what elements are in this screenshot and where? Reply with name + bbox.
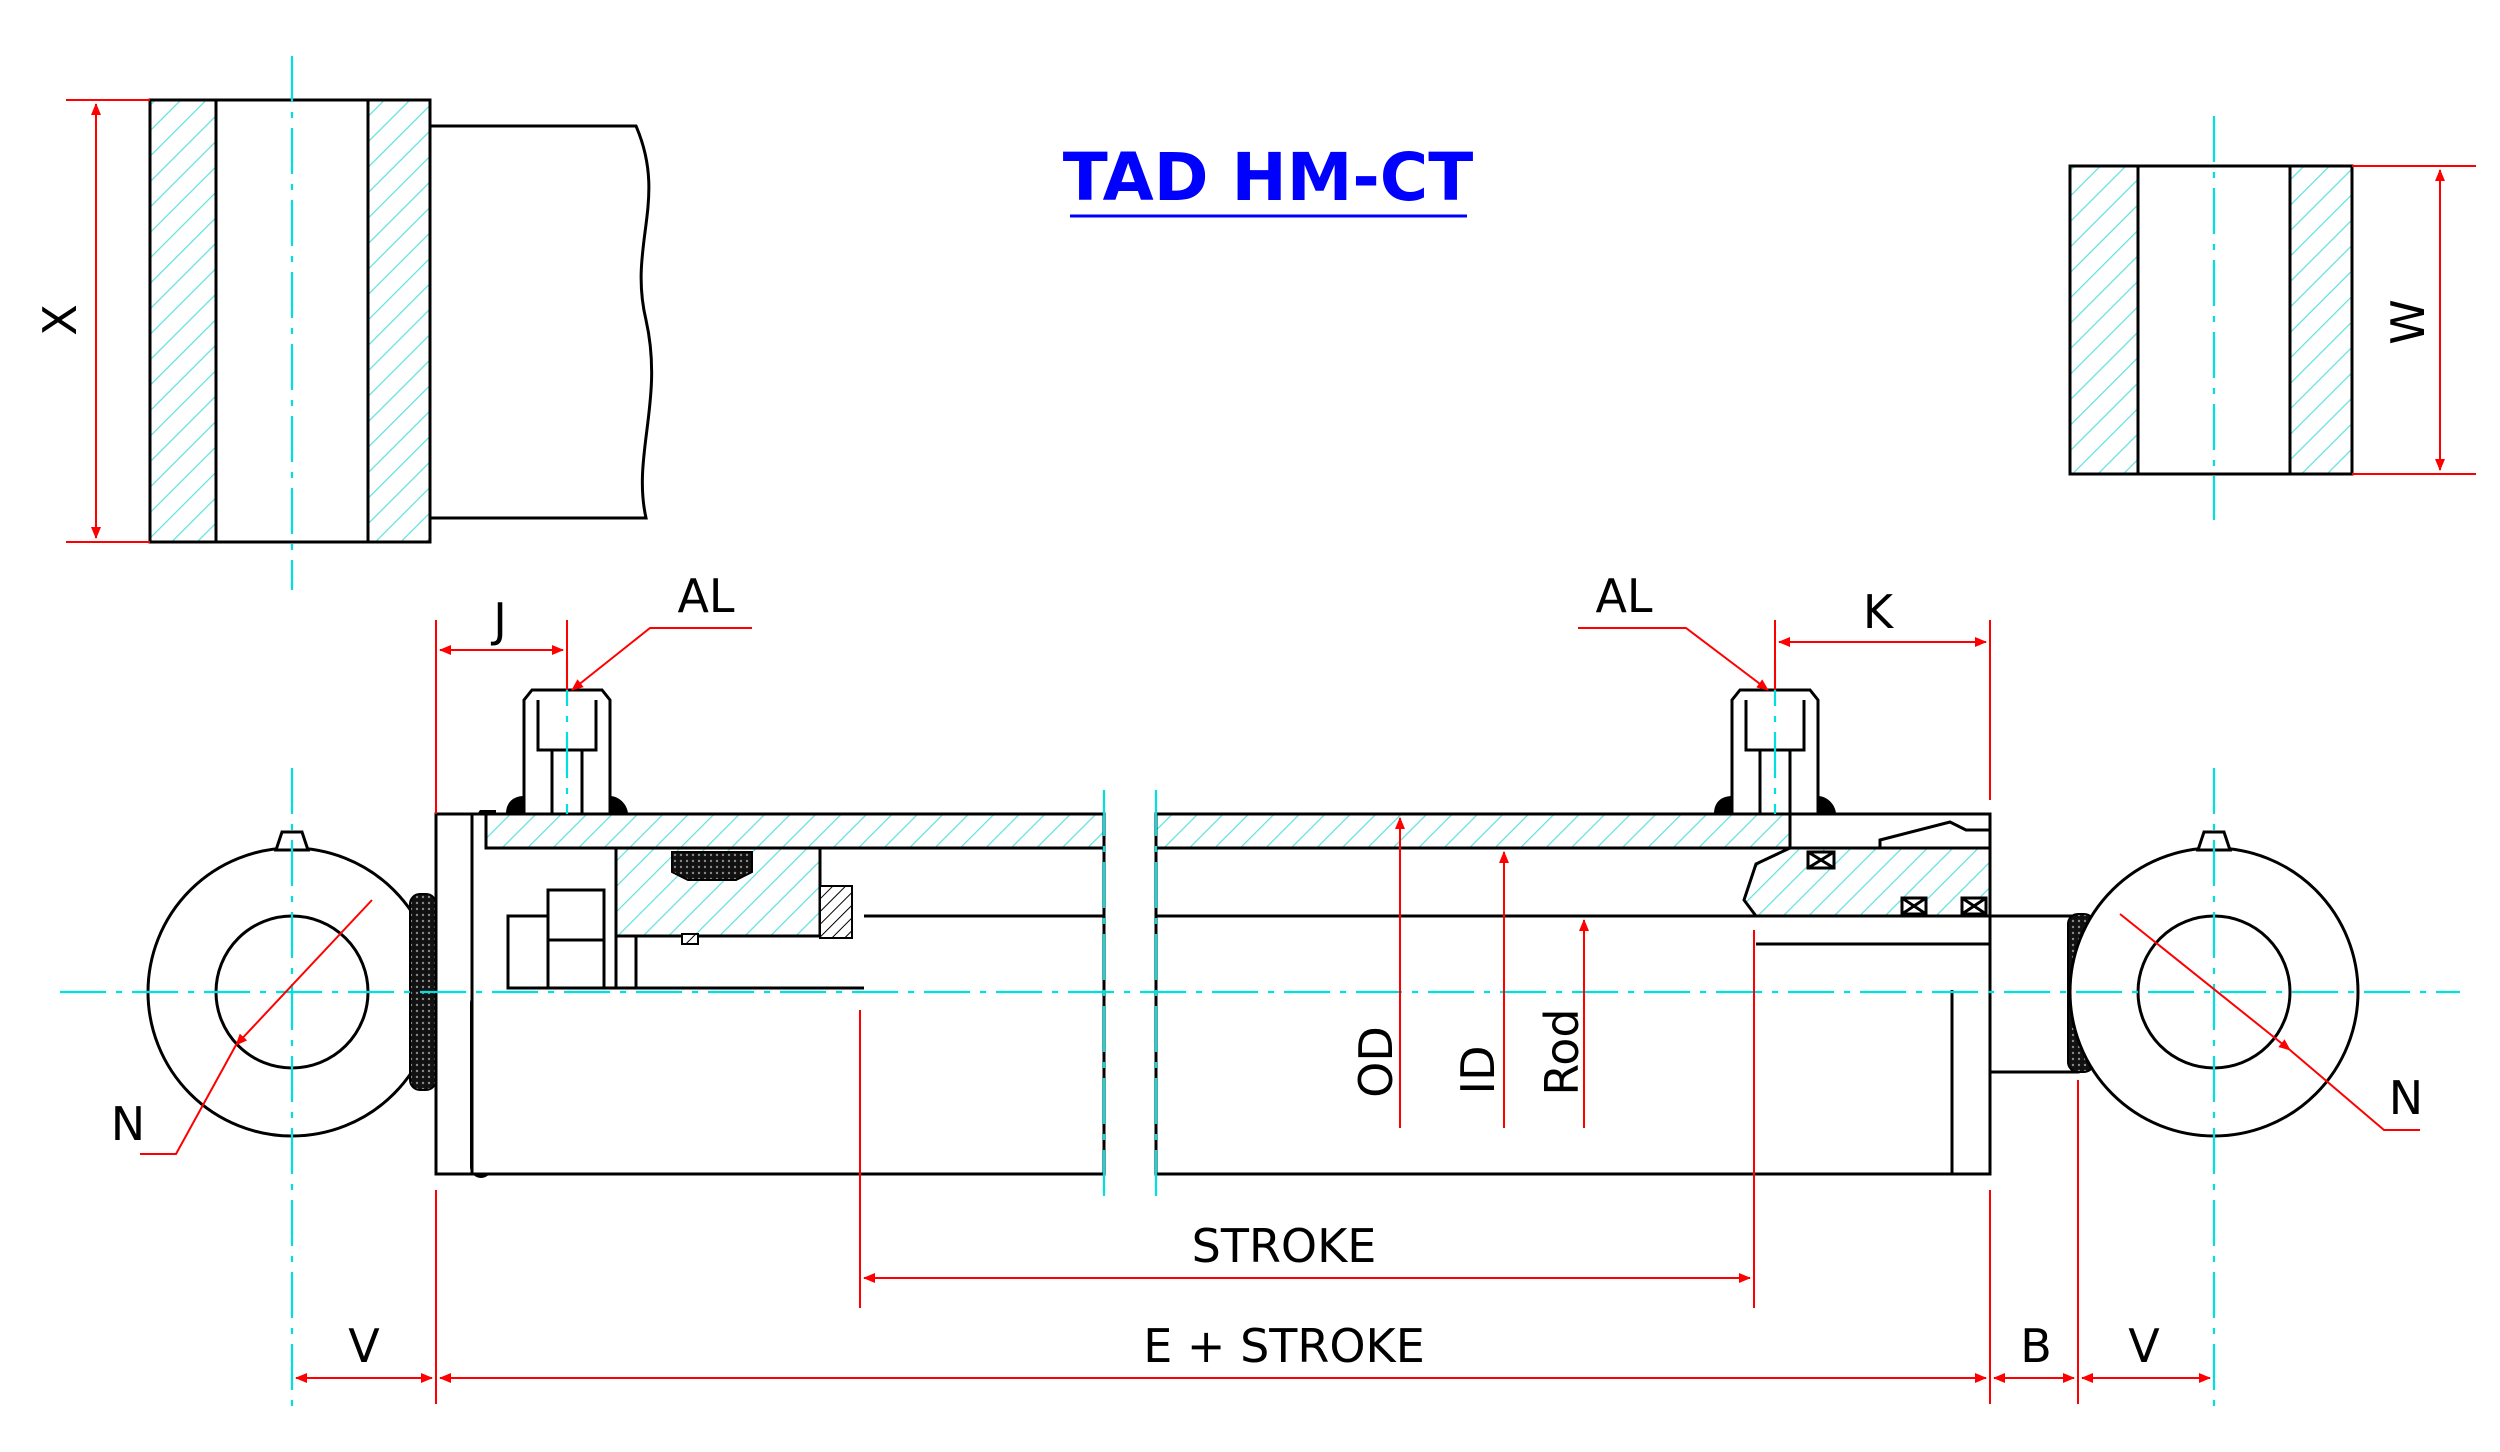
piston-seal <box>671 851 753 881</box>
od-label: OD <box>1349 1026 1403 1098</box>
v-right-label: V <box>2128 1319 2160 1373</box>
gland-seal-2-x <box>1901 896 1927 916</box>
dimensions: J AL AL K OD ID Rod N N STROKE <box>111 569 2423 1404</box>
gland-seal-3-x <box>1961 896 1987 916</box>
title-group: TAD HM-CT <box>1063 139 1474 218</box>
gland-seal-1-x <box>1807 850 1835 870</box>
cap-end <box>434 812 474 1176</box>
v-left-label: V <box>348 1319 380 1373</box>
shaft-stub <box>430 124 654 520</box>
w-label: W <box>2381 299 2435 344</box>
cylinder-main-view <box>60 660 2460 1410</box>
j-label: J <box>490 593 507 647</box>
drawing-title: TAD HM-CT <box>1063 139 1474 216</box>
w-bushing-left-wall <box>2068 164 2140 476</box>
n-right-label: N <box>2389 1071 2423 1125</box>
n-left-leader <box>140 1044 237 1155</box>
tube-wall-right <box>1154 812 1792 850</box>
gland-body <box>1742 846 1992 918</box>
rod-thread <box>506 914 550 990</box>
al-left-leader <box>571 627 752 691</box>
eye-bushing-detail-w: W <box>2068 116 2476 520</box>
piston-wear-ring <box>819 885 853 939</box>
e-stroke-label: E + STROKE <box>1143 1319 1425 1373</box>
n-right-leader <box>2289 1049 2420 1131</box>
bushing-left-wall <box>148 98 218 544</box>
bushing-right-wall <box>366 98 432 544</box>
al-right-leader <box>1578 627 1769 691</box>
tube-wall-left <box>484 812 1106 850</box>
w-bushing-right-wall <box>2288 164 2354 476</box>
k-label: K <box>1863 585 1895 639</box>
eye-bushing-detail-x: X <box>33 56 654 590</box>
piston-oring <box>681 933 699 945</box>
n-right-diameter <box>2119 913 2291 1051</box>
al-left-label: AL <box>677 569 734 623</box>
gland-wiper <box>1878 820 1992 850</box>
stroke-label: STROKE <box>1192 1219 1377 1273</box>
break-gap <box>1106 800 1154 1200</box>
b-label: B <box>2020 1319 2052 1373</box>
x-label: X <box>33 304 87 336</box>
n-left-label: N <box>111 1097 145 1151</box>
port-left-weld <box>506 796 628 814</box>
id-label: ID <box>1451 1046 1505 1095</box>
rod-end-stub <box>1988 914 2080 1074</box>
rod-label: Rod <box>1535 1008 1589 1095</box>
al-right-label: AL <box>1595 569 1652 623</box>
n-left-diameter <box>235 899 373 1046</box>
port-right-weld <box>1714 796 1836 814</box>
